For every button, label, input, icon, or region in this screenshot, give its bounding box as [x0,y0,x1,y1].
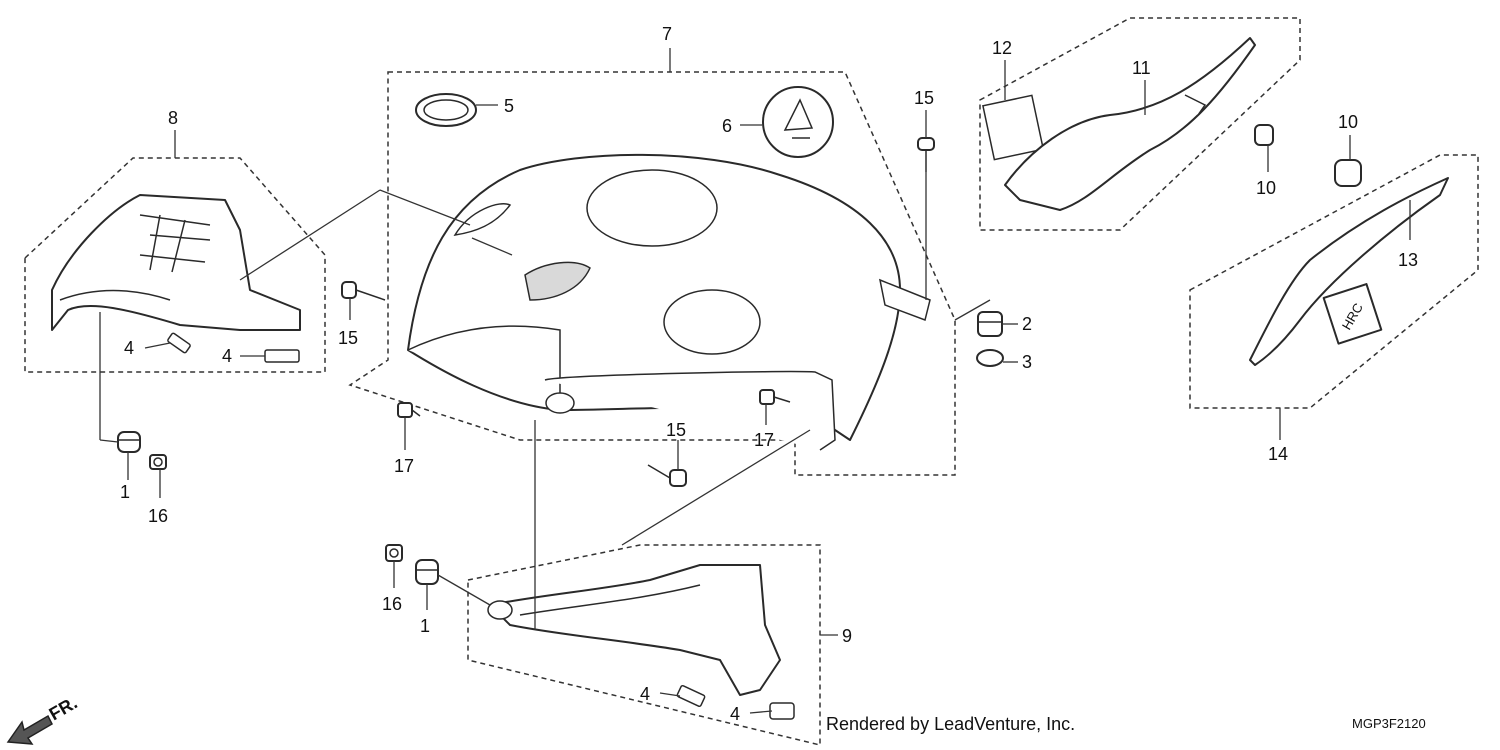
callout-4-b: 4 [222,346,232,366]
pad-4c [676,684,706,708]
inner-panel-left [51,194,301,331]
fuel-tank-cover [407,153,931,451]
clip-16a [149,454,167,470]
callout-4-d: 4 [730,704,740,724]
leader-lines [99,48,1411,714]
front-marker-label: FR. [46,693,81,725]
group-box-8 [24,157,326,373]
inner-panel-lower [487,564,781,696]
pad-4b [264,349,300,363]
bolt-15c [647,464,687,487]
part-5-cap [415,93,477,127]
collar-3 [976,349,1004,367]
grommet-1b [415,559,439,585]
group-box-9 [467,544,821,746]
grommet-1a [117,431,141,453]
callout-16-lower: 16 [382,594,402,614]
grommet-2 [977,311,1003,337]
callout-5: 5 [504,96,514,116]
callout-10-right: 10 [1338,112,1358,132]
grommet-10b [1334,159,1362,187]
group-box-14 [1189,154,1479,409]
callout-11: 11 [1132,58,1151,78]
front-direction-arrow: FR. [6,693,81,745]
callout-4-a: 4 [124,338,134,358]
callout-10-left: 10 [1256,178,1276,198]
part-6-emblem [762,86,834,158]
group-box-12 [979,17,1301,231]
callout-14: 14 [1268,444,1288,464]
callout-12: 12 [992,38,1012,58]
credit-text: Rendered by LeadVenture, Inc. [826,714,1075,734]
callout-15-top: 15 [914,88,934,108]
grommet-10a [1254,124,1274,146]
callout-labels: 7 8 5 6 15 12 11 10 10 13 14 2 3 15 17 1… [120,24,1418,724]
callout-17-left: 17 [394,456,414,476]
callout-7: 7 [662,24,672,44]
pad-4d [769,702,795,720]
callout-13: 13 [1398,250,1418,270]
callout-2: 2 [1022,314,1032,334]
callout-4-c: 4 [640,684,650,704]
screw-17a [397,402,421,418]
callout-3: 3 [1022,352,1032,372]
diagram-code: MGP3F2120 [1352,716,1426,731]
callout-6: 6 [722,116,732,136]
callout-17-right: 17 [754,430,774,450]
clip-16b [385,544,403,562]
side-trim-upper [982,37,1256,211]
bolt-15a [341,281,386,301]
pad-4a [167,332,191,354]
screw-17b [759,389,791,405]
callout-8: 8 [168,108,178,128]
bolt-15b [917,137,935,172]
callout-15-mid: 15 [666,420,686,440]
callout-9: 9 [842,626,852,646]
callout-16-left: 16 [148,506,168,526]
callout-1-lower: 1 [420,616,430,636]
callout-1-left: 1 [120,482,130,502]
callout-15-left: 15 [338,328,358,348]
side-cover-hrc: HRC [1249,177,1449,366]
